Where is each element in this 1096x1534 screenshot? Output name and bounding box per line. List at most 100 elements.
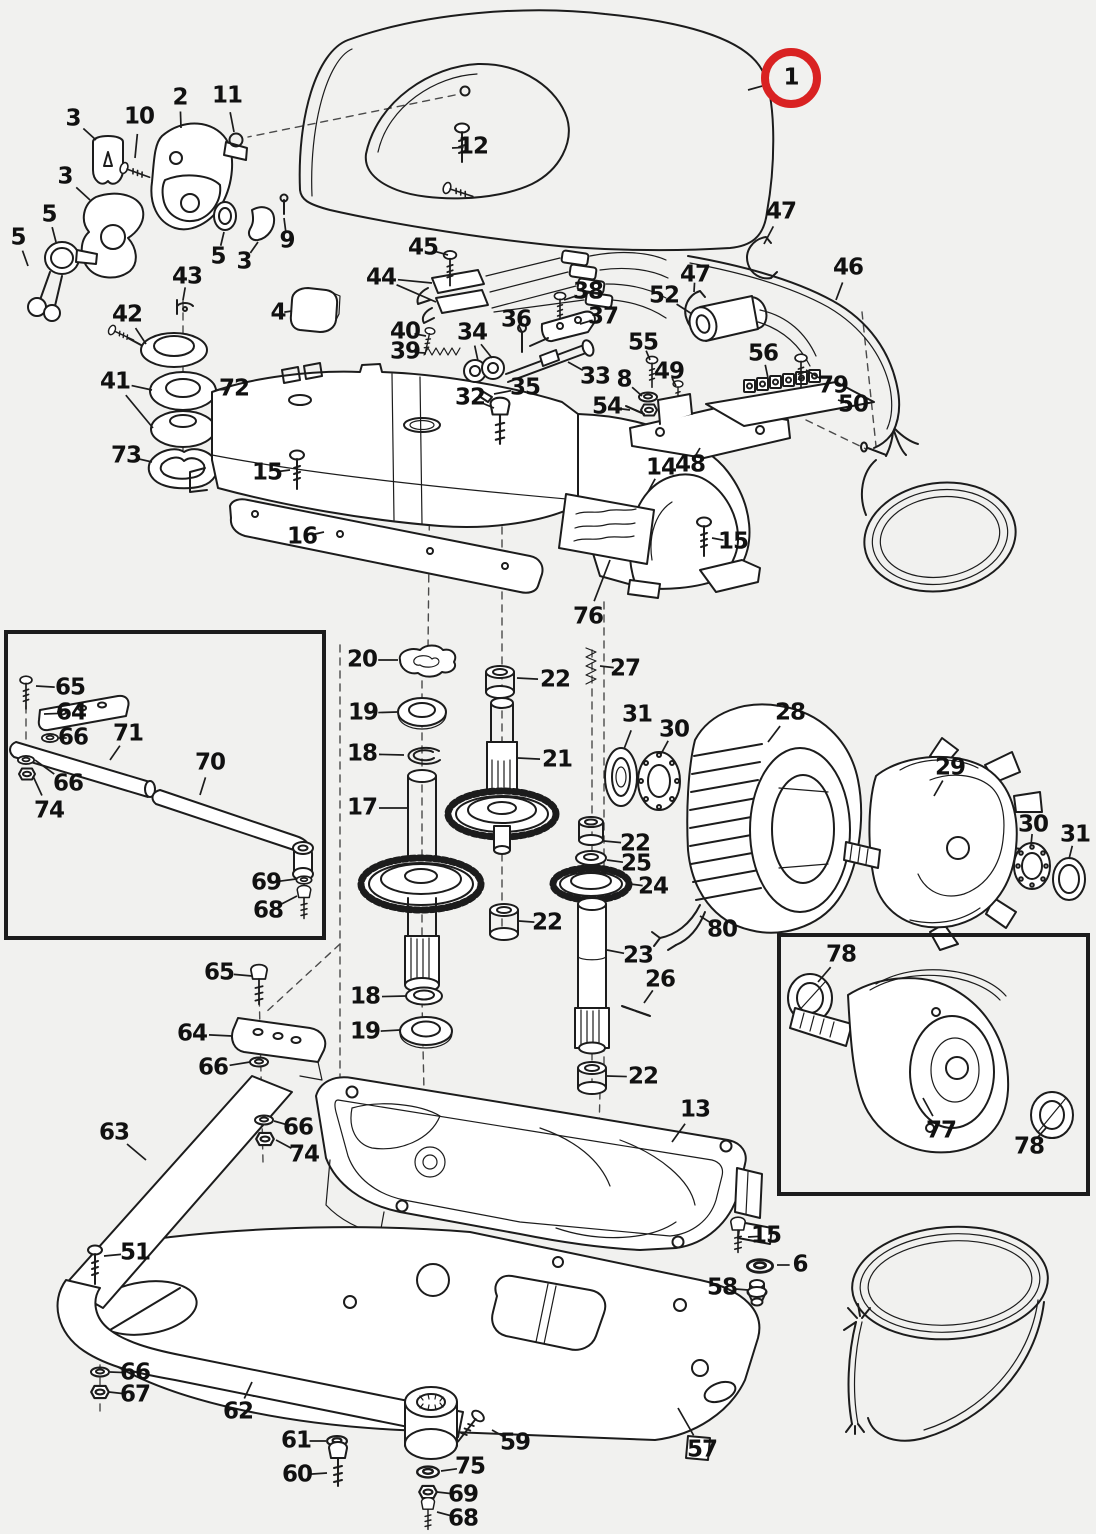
- leader-line: [310, 1472, 328, 1475]
- leader-line: [922, 1097, 934, 1117]
- part-label-66: 66: [197, 1054, 229, 1081]
- part-label-47: 47: [765, 198, 797, 225]
- gear-train: [357, 644, 681, 1095]
- part-label-22: 22: [627, 1063, 659, 1090]
- part-label-73: 73: [110, 442, 142, 469]
- part-label-16: 16: [286, 523, 318, 550]
- part-label-30: 30: [1017, 811, 1049, 838]
- leader-line: [693, 447, 701, 458]
- leader-line: [606, 949, 625, 955]
- leader-line: [414, 332, 427, 337]
- leader-line: [103, 1253, 122, 1257]
- part-label-15: 15: [251, 459, 283, 486]
- leader-line: [517, 325, 523, 333]
- leader-line: [1036, 1127, 1047, 1140]
- leader-line: [108, 1391, 124, 1395]
- part-label-62: 62: [222, 1398, 254, 1425]
- part-label-77: 77: [925, 1117, 957, 1144]
- leader-line: [676, 303, 693, 315]
- bearing-stack-41-73: [106, 323, 219, 490]
- leader-line: [131, 384, 153, 391]
- leader-line: [699, 915, 713, 925]
- part-label-26: 26: [644, 966, 676, 993]
- part-label-42: 42: [111, 301, 143, 328]
- part-label-50: 50: [837, 391, 869, 418]
- part-label-68: 68: [447, 1505, 479, 1532]
- motor-stator-rotor: [651, 703, 1086, 951]
- part-label-58: 58: [706, 1274, 738, 1301]
- leader-line: [137, 457, 153, 463]
- leader-line: [451, 146, 464, 149]
- part-label-79: 79: [817, 372, 849, 399]
- leader-line: [436, 1511, 452, 1517]
- part-label-19: 19: [347, 699, 379, 726]
- leader-line: [229, 112, 235, 133]
- part-label-56: 56: [747, 340, 779, 367]
- part-label-19: 19: [349, 1018, 381, 1045]
- part-label-21: 21: [541, 746, 573, 773]
- part-label-15: 15: [717, 528, 749, 555]
- part-label-5: 5: [210, 243, 226, 270]
- leader-line: [283, 217, 287, 231]
- leader-line: [397, 278, 433, 284]
- leader-line: [747, 1235, 758, 1238]
- part-label-66: 66: [57, 724, 89, 751]
- leader-line: [378, 711, 398, 714]
- leader-line: [279, 878, 297, 883]
- leader-line: [606, 1075, 627, 1078]
- leader-line: [436, 1491, 452, 1495]
- leader-line: [763, 226, 775, 245]
- leader-line: [43, 712, 59, 715]
- part-label-72: 72: [218, 375, 250, 402]
- part-label-66: 66: [282, 1114, 314, 1141]
- leader-line: [229, 1061, 251, 1067]
- leader-line: [631, 386, 643, 397]
- leader-line: [284, 310, 293, 313]
- part-label-22: 22: [531, 909, 563, 936]
- leader-line: [199, 777, 207, 796]
- part-label-10: 10: [123, 103, 155, 130]
- part-label-47: 47: [679, 261, 711, 288]
- leader-line: [733, 1288, 749, 1291]
- lock-assembly: [27, 122, 289, 322]
- leader-line: [817, 966, 832, 983]
- leader-line: [764, 364, 769, 379]
- leader-line: [480, 343, 493, 359]
- leader-line: [126, 1143, 147, 1161]
- part-label-17: 17: [346, 794, 378, 821]
- leader-line: [711, 537, 724, 542]
- leader-line: [249, 241, 259, 254]
- leader-line: [805, 369, 822, 380]
- part-label-14: 14: [645, 454, 677, 481]
- arms-62-63: [56, 963, 774, 1531]
- leader-line: [179, 111, 182, 129]
- leader-line: [378, 753, 405, 756]
- leader-line: [219, 231, 225, 246]
- part-label-23: 23: [622, 942, 654, 969]
- leader-line: [125, 394, 154, 429]
- leader-line: [606, 859, 624, 864]
- part-label-5: 5: [10, 224, 26, 251]
- part-label-43: 43: [171, 263, 203, 290]
- part-label-33: 33: [579, 363, 611, 390]
- part-label-29: 29: [934, 754, 966, 781]
- part-label-22: 22: [539, 666, 571, 693]
- part-label-46: 46: [832, 254, 864, 281]
- highlight-circle: [761, 48, 821, 108]
- part-label-55: 55: [627, 329, 659, 356]
- leader-line: [109, 1371, 124, 1374]
- part-label-22: 22: [619, 830, 651, 857]
- part-label-37: 37: [587, 303, 619, 330]
- leader-line: [32, 775, 43, 796]
- leader-line: [182, 287, 187, 301]
- part-label-65: 65: [54, 674, 86, 701]
- leader-line: [280, 895, 298, 906]
- leader-line: [491, 1429, 506, 1438]
- leader-line: [134, 327, 147, 345]
- leader-line: [277, 469, 291, 473]
- part-label-28: 28: [774, 699, 806, 726]
- part-label-31: 31: [1059, 821, 1091, 848]
- leader-line: [623, 729, 632, 750]
